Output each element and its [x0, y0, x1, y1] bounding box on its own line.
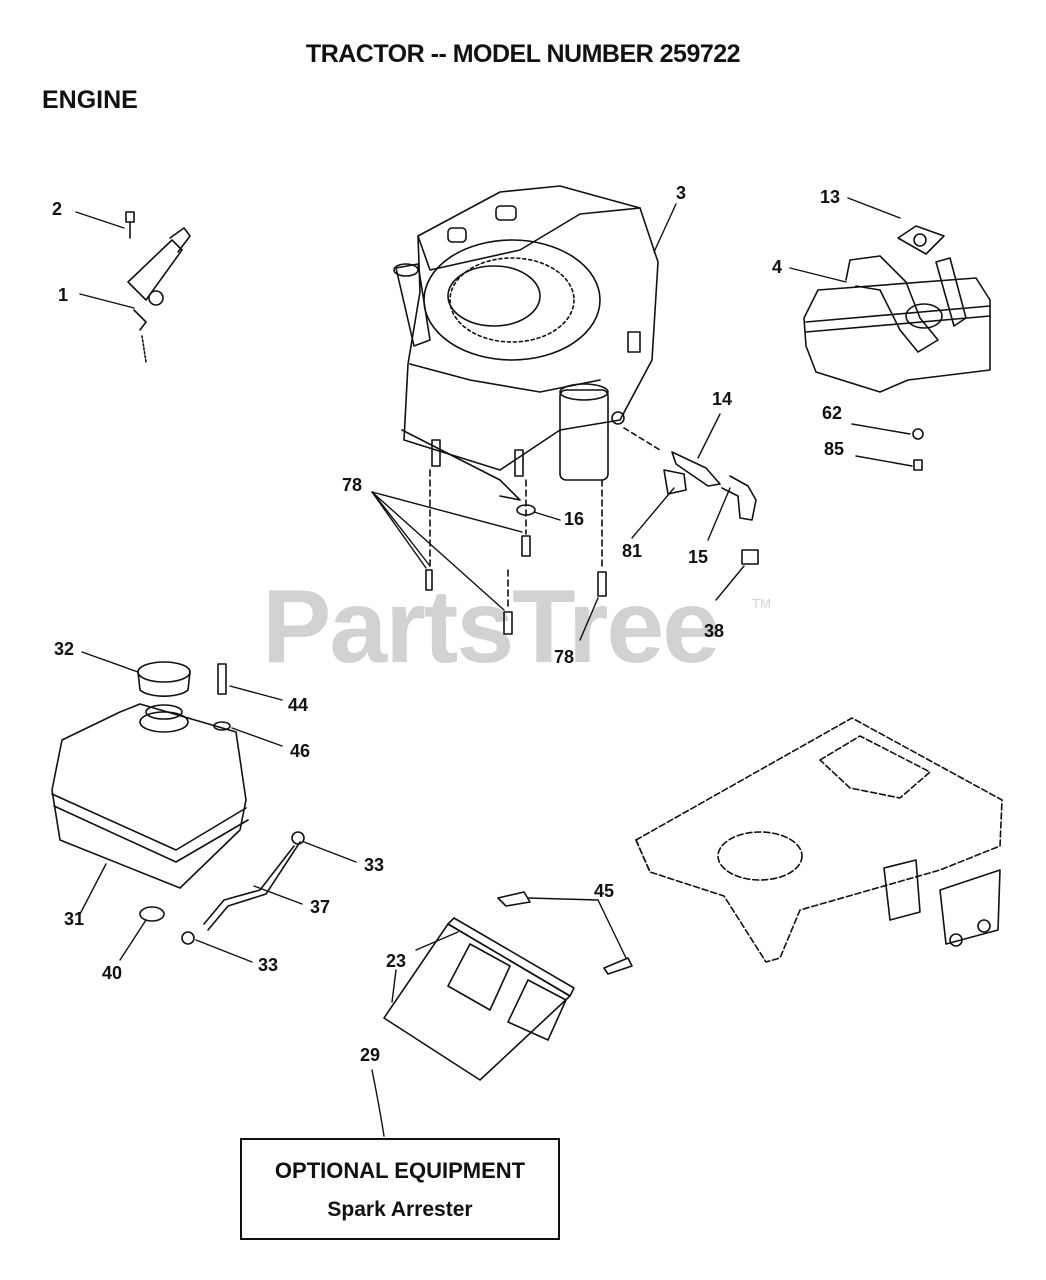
callout-85: 85 — [824, 439, 845, 459]
callout-2: 2 — [52, 199, 63, 219]
callout-14: 14 — [712, 389, 733, 409]
callout-33-bottom: 33 — [258, 955, 279, 975]
callout-4: 4 — [772, 257, 783, 277]
muffler-part — [803, 225, 991, 471]
callout-29: 29 — [360, 1045, 381, 1065]
throttle-control-part — [125, 211, 191, 363]
callout-15: 15 — [688, 547, 709, 567]
engine-part — [393, 185, 659, 501]
callout-46: 46 — [290, 741, 311, 761]
callout-1: 1 — [58, 285, 69, 305]
callout-32: 32 — [54, 639, 75, 659]
callout-31: 31 — [64, 909, 85, 929]
callout-44: 44 — [288, 695, 309, 715]
callout-16: 16 — [564, 509, 585, 529]
callout-3: 3 — [676, 183, 687, 203]
watermark-text: PartsTree — [262, 569, 720, 685]
callout-78-top: 78 — [342, 475, 363, 495]
callout-78-bottom: 78 — [554, 647, 575, 667]
chassis-bracket-part — [883, 859, 1001, 947]
section-heading: ENGINE — [42, 86, 138, 114]
callout-37: 37 — [310, 897, 331, 917]
callout-33-top: 33 — [364, 855, 385, 875]
optional-equipment-box: OPTIONAL EQUIPMENT Spark Arrester — [240, 1138, 560, 1240]
callout-23: 23 — [386, 951, 407, 971]
callout-40: 40 — [102, 963, 123, 983]
optional-equipment-item: Spark Arrester — [327, 1198, 473, 1221]
page-title: TRACTOR -- MODEL NUMBER 259722 — [305, 40, 741, 68]
exhaust-pipe-part — [425, 427, 759, 635]
watermark-trademark: TM — [752, 596, 771, 611]
chassis-frame-part — [635, 717, 1003, 963]
spark-arrester-part — [383, 891, 633, 1081]
callout-81: 81 — [622, 541, 643, 561]
callout-13: 13 — [820, 187, 841, 207]
callout-38: 38 — [704, 621, 725, 641]
callout-62: 62 — [822, 403, 843, 423]
optional-equipment-heading: OPTIONAL EQUIPMENT — [274, 1158, 526, 1183]
fuel-tank-part — [51, 661, 305, 945]
leader-lines — [75, 197, 913, 1137]
callout-45: 45 — [594, 881, 615, 901]
